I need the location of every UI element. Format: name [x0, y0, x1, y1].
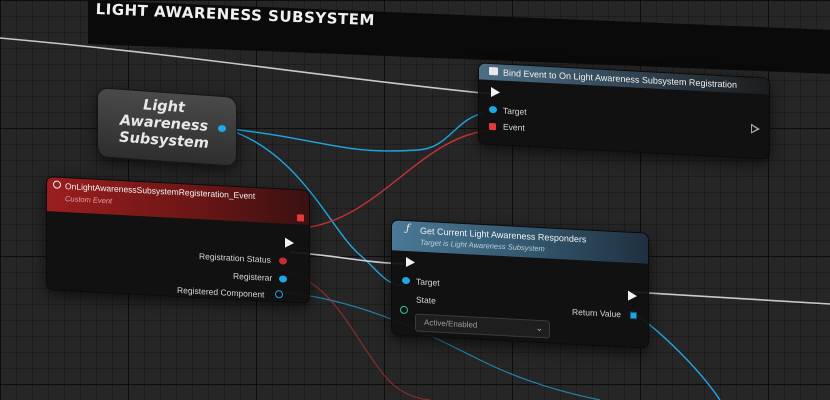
bind-event-icon — [489, 66, 498, 76]
bind-exec-in-pin[interactable] — [491, 87, 500, 98]
bind-target-label: Target — [503, 105, 527, 117]
get-responders-target-label: Target — [416, 276, 440, 288]
registered-component-pin[interactable] — [275, 290, 283, 299]
custom-event-node[interactable]: OnLightAwarenessSubsystemRegisteration_E… — [46, 176, 310, 304]
registered-component-label: Registered Component — [177, 284, 265, 300]
chevron-down-icon: ⌄ — [535, 322, 543, 334]
subsystem-reference-label: Light Awareness Subsystem — [119, 97, 209, 152]
custom-event-exec-out-pin[interactable] — [285, 237, 294, 249]
exec-wire-func-out — [631, 291, 830, 305]
get-responders-exec-in-pin[interactable] — [406, 257, 415, 268]
get-responders-state-label: State — [416, 294, 436, 306]
registerar-label: Registerar — [233, 270, 273, 283]
bind-target-pin[interactable] — [489, 105, 497, 114]
custom-event-delegate-pin[interactable] — [297, 214, 304, 222]
get-responders-target-pin[interactable] — [402, 276, 410, 285]
bind-event-pin[interactable] — [489, 122, 496, 131]
return-value-pin[interactable] — [630, 311, 637, 320]
bind-event-label: Event — [503, 121, 525, 133]
object-wire-to-bind-target — [222, 112, 486, 152]
object-wire-to-func-target — [222, 127, 405, 287]
registration-status-label: Registration Status — [199, 251, 271, 265]
get-responders-exec-out-pin[interactable] — [628, 290, 637, 302]
object-wire-registerar — [281, 291, 601, 400]
get-responders-state-pin[interactable] — [400, 305, 408, 315]
exec-wire-top — [0, 37, 493, 95]
registerar-pin[interactable] — [279, 275, 287, 283]
delegate-wire-status — [282, 270, 431, 400]
state-dropdown-value: Active/Enabled — [424, 317, 478, 330]
registration-status-pin[interactable] — [279, 257, 287, 265]
return-value-label: Return Value — [572, 306, 621, 320]
subsystem-output-pin[interactable] — [218, 125, 226, 132]
bind-event-node[interactable]: Bind Event to On Light Awareness Subsyst… — [478, 62, 770, 160]
custom-event-icon — [53, 180, 61, 189]
delegate-wire — [309, 130, 486, 228]
subsystem-reference-node[interactable]: Light Awareness Subsystem — [97, 87, 237, 167]
function-icon: ƒ — [406, 223, 410, 235]
bind-exec-out-pin[interactable] — [751, 123, 760, 135]
